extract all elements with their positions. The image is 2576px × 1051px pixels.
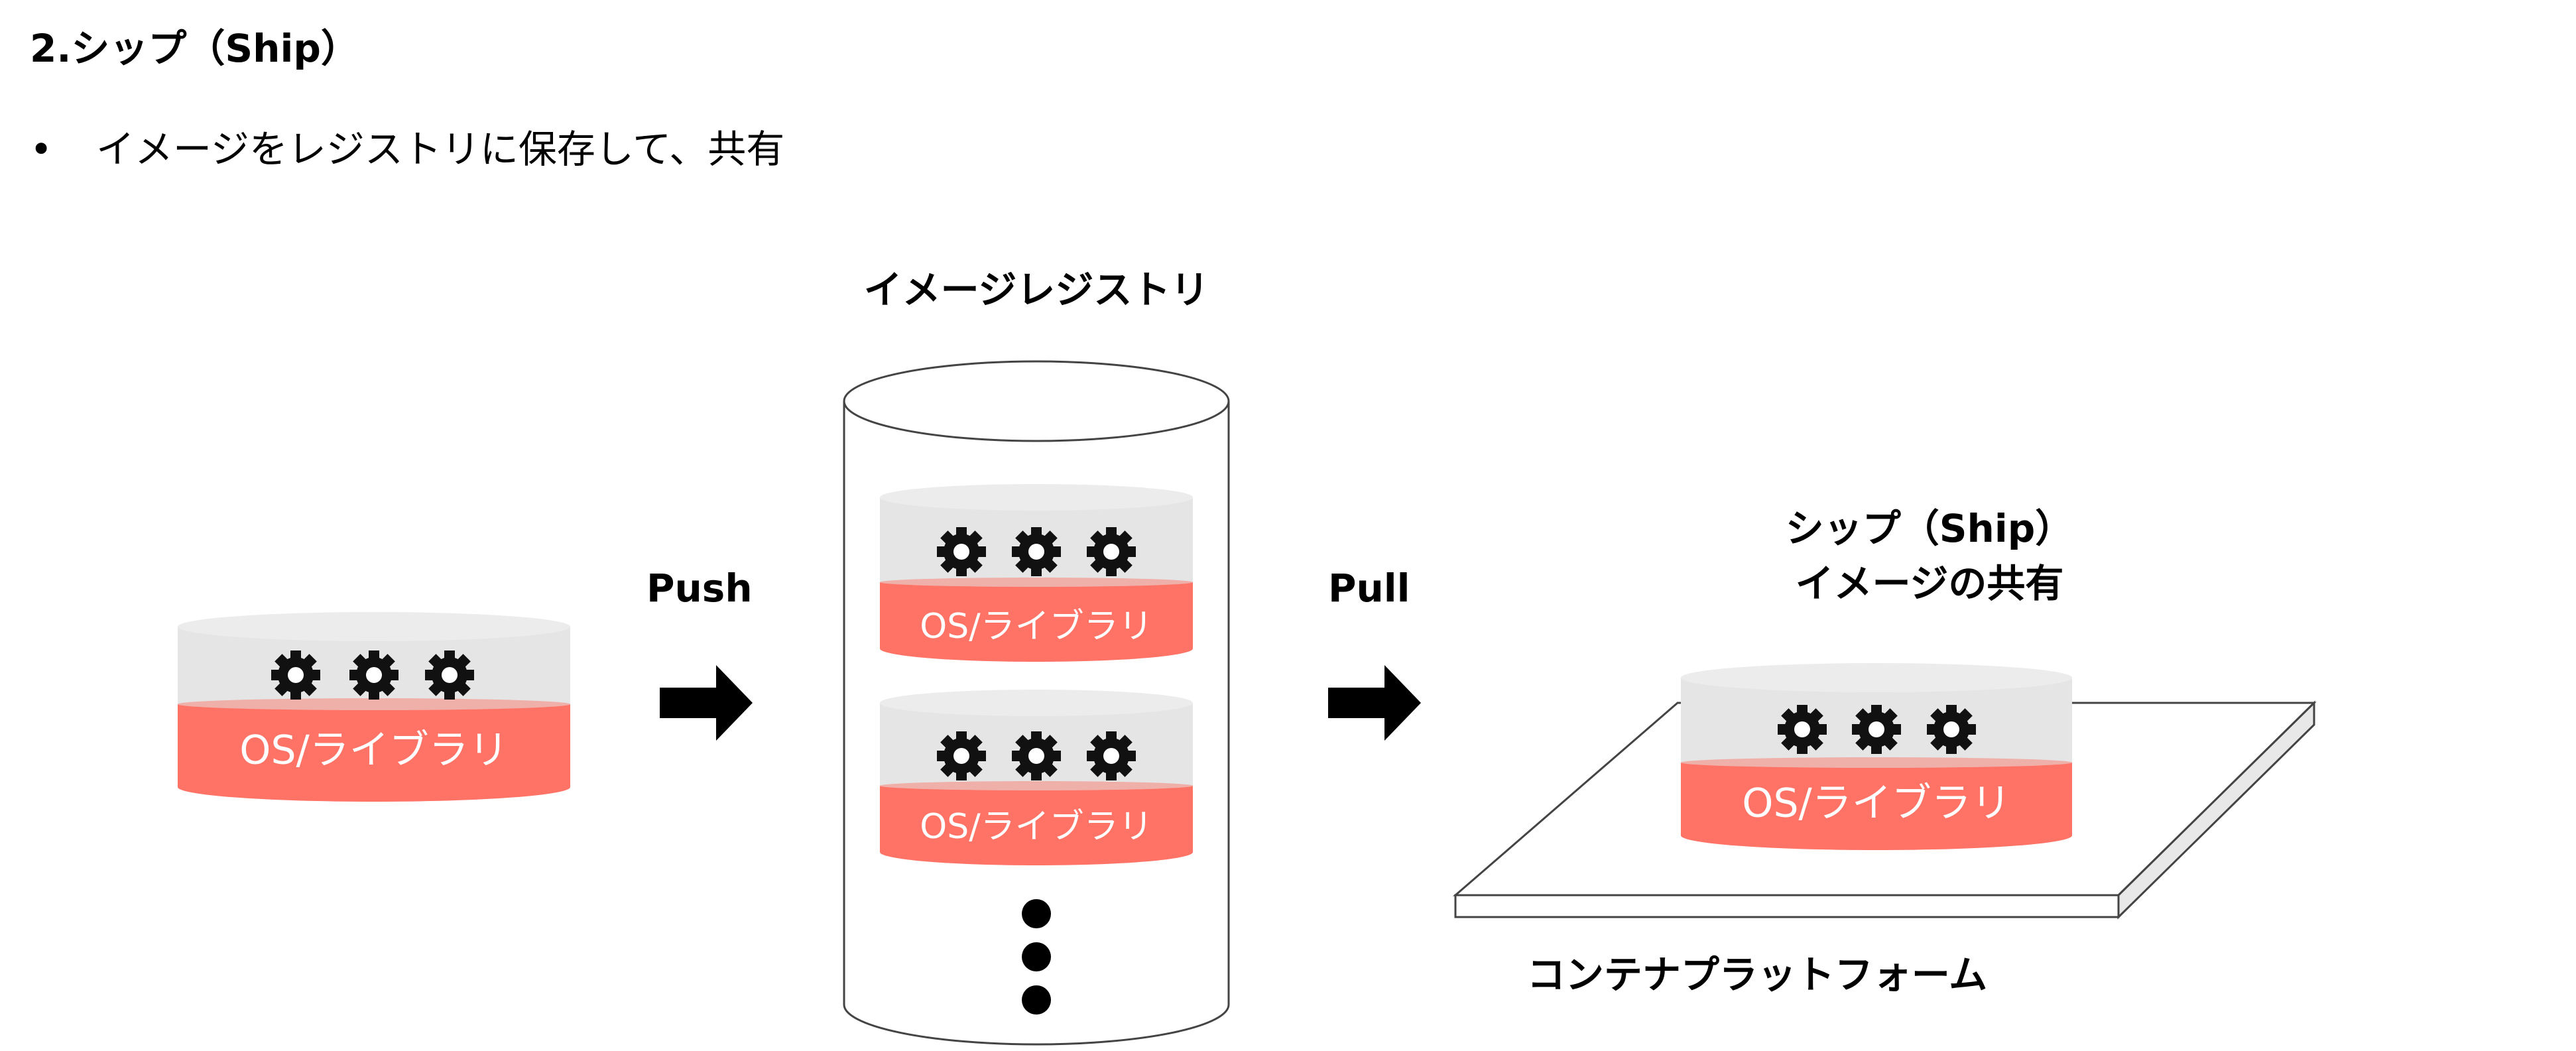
gear-icon	[1927, 705, 1976, 754]
ship-title-line1: シップ（Ship）	[1785, 506, 2074, 551]
gear-icon	[425, 650, 474, 700]
layer-label: OS/ライブラリ	[1742, 780, 2011, 827]
pull-label: Pull	[1328, 566, 1410, 611]
arrow-right-icon	[1328, 665, 1421, 741]
layer-label: OS/ライブラリ	[239, 727, 509, 774]
gear-icon	[1778, 705, 1827, 754]
shipped-image-layer: OS/ライブラリ	[1681, 663, 2072, 850]
registry-label: イメージレジストリ	[863, 267, 1209, 312]
slide-title: 2.シップ（Ship）	[30, 26, 359, 71]
push-label: Push	[646, 566, 753, 611]
ellipsis-icon	[1022, 899, 1051, 1015]
gear-icon	[937, 527, 986, 576]
gear-icon	[1852, 705, 1901, 754]
gear-icon	[937, 731, 986, 780]
platform-label: コンテナプラットフォーム	[1526, 952, 1988, 997]
gear-icon	[271, 650, 320, 700]
registry-image-layer: OS/ライブラリ	[880, 484, 1193, 662]
layer-label: OS/ライブラリ	[920, 607, 1152, 647]
gear-icon	[1012, 731, 1061, 780]
gear-icon	[349, 650, 399, 700]
bullet-marker: •	[30, 127, 53, 172]
gear-icon	[1087, 731, 1136, 780]
arrow-right-icon	[660, 665, 753, 741]
registry-image-layer: OS/ライブラリ	[880, 690, 1193, 865]
ship-title-line2: イメージの共有	[1795, 561, 2064, 606]
bullet-text: イメージをレジストリに保存して、共有	[96, 127, 785, 172]
gear-icon	[1087, 527, 1136, 576]
local-image-layer: OS/ライブラリ	[178, 612, 570, 802]
gear-icon	[1012, 527, 1061, 576]
layer-label: OS/ライブラリ	[920, 807, 1152, 847]
